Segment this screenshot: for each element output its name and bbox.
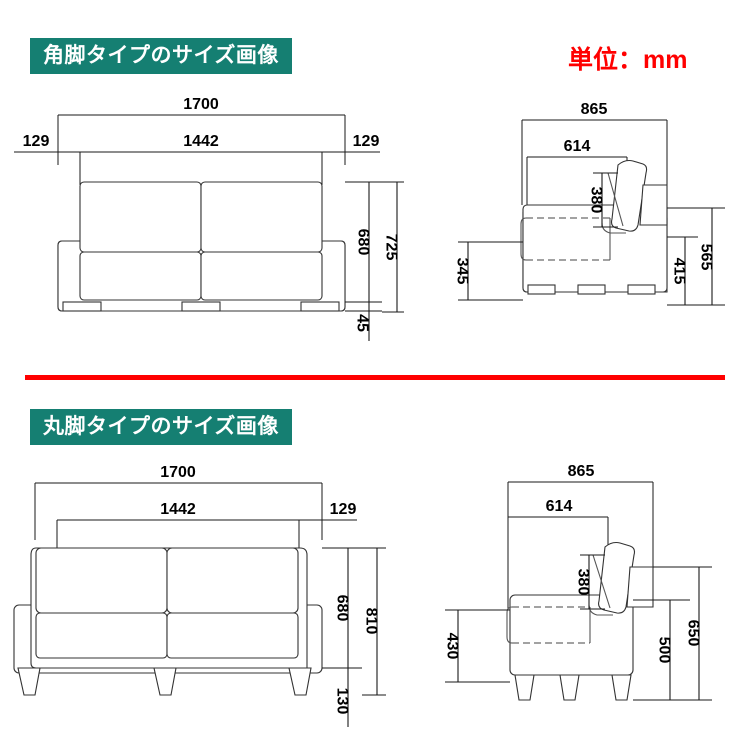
dim-back-height-label: 380	[588, 187, 605, 214]
section-heading-round-leg: 丸脚タイプのサイズ画像	[30, 409, 292, 445]
dim-total-width-label: 1700	[183, 96, 219, 113]
dim-seat-back-height-label: 680	[355, 229, 372, 256]
dim-back-top-label: 500	[656, 637, 673, 664]
dim-seat-height-label: 345	[454, 258, 471, 285]
dim-total-height-label: 650	[685, 620, 702, 647]
side-view-round-leg: 865 614 380 430	[444, 463, 712, 701]
dim-inner-width-label: 1442	[183, 133, 219, 150]
front-view-square-leg: 1700 1442 129 129 680 725	[14, 96, 404, 341]
dim-left-arm-label: 129	[23, 133, 50, 150]
section-divider	[25, 375, 725, 380]
dim-leg-height-label: 45	[354, 314, 371, 332]
unit-note: 単位：mm	[568, 46, 688, 74]
dim-total-depth-label: 865	[568, 463, 595, 480]
dim-back-top-label: 415	[671, 258, 688, 285]
dim-total-height-label: 810	[363, 608, 380, 635]
dim-arm-width-label: 129	[330, 501, 357, 518]
section-heading-square-leg: 角脚タイプのサイズ画像	[30, 38, 292, 74]
front-view-round-leg: 1700 1442 129 680 810 130	[13, 464, 386, 727]
dim-back-height-label: 380	[575, 569, 592, 596]
dim-inner-width-label: 1442	[160, 501, 196, 518]
dim-total-height-label: 565	[698, 244, 715, 271]
side-view-square-leg: 865 614 380 345	[454, 101, 725, 306]
dim-total-height-label: 725	[383, 234, 400, 261]
dim-right-arm-label: 129	[353, 133, 380, 150]
dim-seat-depth-label: 614	[564, 138, 591, 155]
dim-total-depth-label: 865	[581, 101, 608, 118]
dim-leg-height-label: 130	[334, 688, 351, 715]
dim-seat-depth-label: 614	[546, 498, 573, 515]
dim-seat-height-label: 430	[444, 633, 461, 660]
dim-seat-back-height-label: 680	[334, 595, 351, 622]
dim-total-width-label: 1700	[160, 464, 196, 481]
